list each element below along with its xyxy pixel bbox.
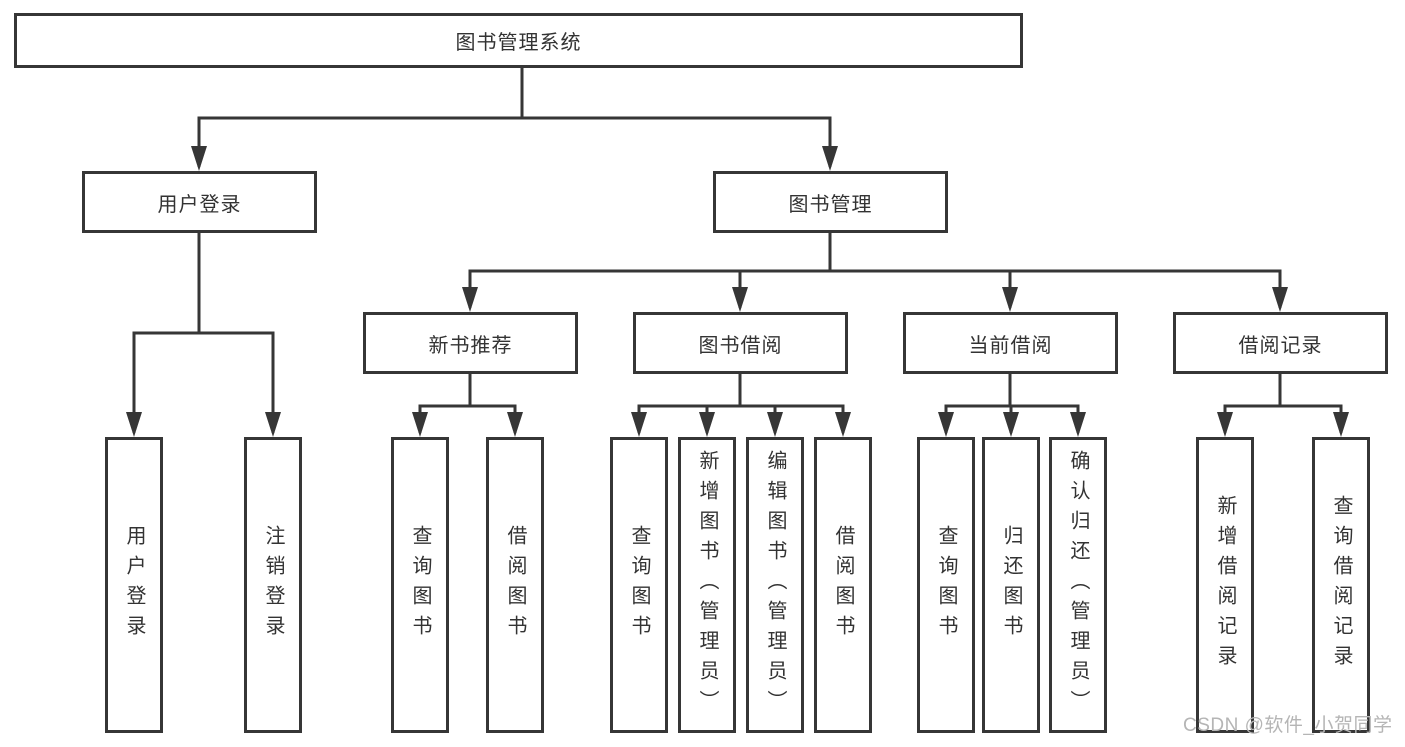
node-label: 查询借阅记录 (1330, 495, 1352, 675)
leaf-newbook-borrow-books: 借阅图书 (486, 437, 544, 733)
node-label: 当前借阅 (968, 334, 1053, 357)
node-label: 新增借阅记录 (1214, 495, 1236, 675)
node-label: 借阅图书 (504, 525, 526, 645)
node-label: 用户登录 (157, 193, 242, 216)
node-book-borrowing: 图书借阅 (633, 312, 848, 374)
leaf-borrow-edit-books-admin: 编辑图书（管理员） (746, 437, 804, 733)
leaf-user-login: 用户登录 (105, 437, 163, 733)
node-current-borrowing: 当前借阅 (903, 312, 1118, 374)
node-label: 查询图书 (628, 525, 650, 645)
node-borrowing-records: 借阅记录 (1173, 312, 1388, 374)
node-label: 归还图书 (1000, 525, 1022, 645)
connector-book-borrow-children (637, 374, 845, 433)
connector-new-book-children (418, 374, 517, 433)
node-label: 用户登录 (123, 525, 145, 645)
leaf-borrow-borrow-books: 借阅图书 (814, 437, 872, 733)
node-user-login: 用户登录 (82, 171, 317, 233)
leaf-records-add-record: 新增借阅记录 (1196, 437, 1254, 733)
leaf-current-confirm-return-admin: 确认归还（管理员） (1049, 437, 1107, 733)
node-new-book-recommend: 新书推荐 (363, 312, 578, 374)
connector-root-to-level2 (197, 68, 832, 167)
node-label: 图书管理系统 (455, 32, 582, 54)
node-label: 图书借阅 (698, 334, 783, 357)
leaf-current-query-books: 查询图书 (917, 437, 975, 733)
connector-user-login-children (132, 233, 275, 433)
node-label: 新增图书（管理员） (696, 450, 718, 720)
node-label: 确认归还（管理员） (1067, 450, 1089, 720)
node-label: 查询图书 (409, 525, 431, 645)
leaf-borrow-add-books-admin: 新增图书（管理员） (678, 437, 736, 733)
node-label: 新书推荐 (428, 334, 513, 357)
node-label: 编辑图书（管理员） (764, 450, 786, 720)
connector-borrow-records-children (1223, 374, 1343, 433)
leaf-logout: 注销登录 (244, 437, 302, 733)
node-label: 查询图书 (935, 525, 957, 645)
node-label: 借阅记录 (1238, 334, 1323, 357)
node-system-root: 图书管理系统 (14, 13, 1023, 68)
node-label: 注销登录 (262, 525, 284, 645)
leaf-borrow-query-books: 查询图书 (610, 437, 668, 733)
node-book-management: 图书管理 (713, 171, 948, 233)
leaf-current-return-books: 归还图书 (982, 437, 1040, 733)
arrowheads (126, 146, 1349, 437)
leaf-newbook-query-books: 查询图书 (391, 437, 449, 733)
connector-book-management-children (468, 232, 1282, 308)
csdn-watermark: CSDN @软件_小贺同学 (1183, 715, 1393, 736)
node-label: 借阅图书 (832, 525, 854, 645)
leaf-records-query-record: 查询借阅记录 (1312, 437, 1370, 733)
node-label: 图书管理 (788, 193, 873, 216)
